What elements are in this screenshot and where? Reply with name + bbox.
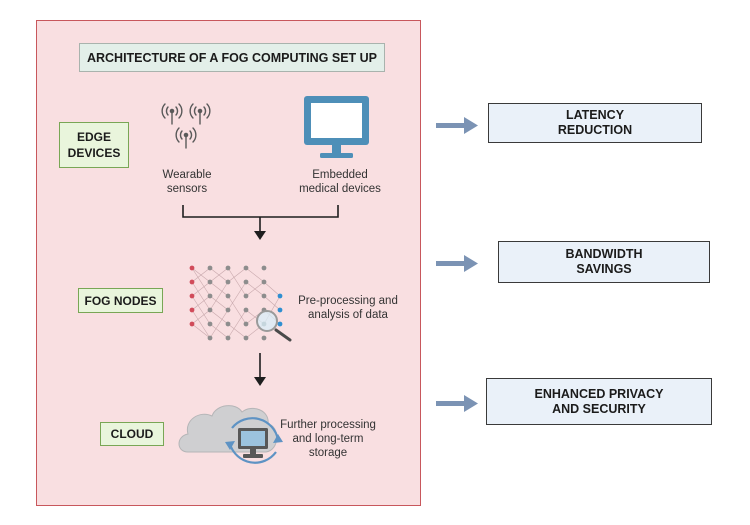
- arrow-down-icon: [254, 377, 266, 386]
- embedded-devices-caption: Embedded medical devices: [299, 169, 381, 195]
- fog-nodes-label: FOG NODES: [78, 288, 163, 313]
- wireless-sensor-icon: [161, 103, 211, 149]
- latency-reduction-box: LATENCY REDUCTION: [488, 103, 702, 143]
- neural-network-icon: [189, 265, 283, 341]
- bandwidth-savings-box: BANDWIDTH SAVINGS: [498, 241, 710, 283]
- cloud-caption: Further processing and long-term storage: [280, 419, 376, 459]
- benefit-arrows: [436, 117, 478, 412]
- enhanced-privacy-box: ENHANCED PRIVACY AND SECURITY: [486, 378, 712, 425]
- edge-devices-label: EDGE DEVICES: [59, 122, 129, 168]
- magnifier-icon: [256, 310, 292, 342]
- wearable-sensors-caption: Wearable sensors: [162, 169, 212, 195]
- diagram-title: ARCHITECTURE OF A FOG COMPUTING SET UP: [79, 43, 385, 72]
- fog-caption: Pre-processing and analysis of data: [298, 295, 398, 321]
- arrow-down-icon: [254, 231, 266, 240]
- arrow-right-icon: [436, 117, 478, 134]
- cloud-label: CLOUD: [100, 422, 164, 446]
- edge-to-fog-connector: [182, 205, 339, 233]
- monitor-icon: [304, 96, 369, 158]
- arrow-right-icon: [436, 255, 478, 272]
- cloud-computer-icon: [178, 405, 283, 464]
- arrow-right-icon: [436, 395, 478, 412]
